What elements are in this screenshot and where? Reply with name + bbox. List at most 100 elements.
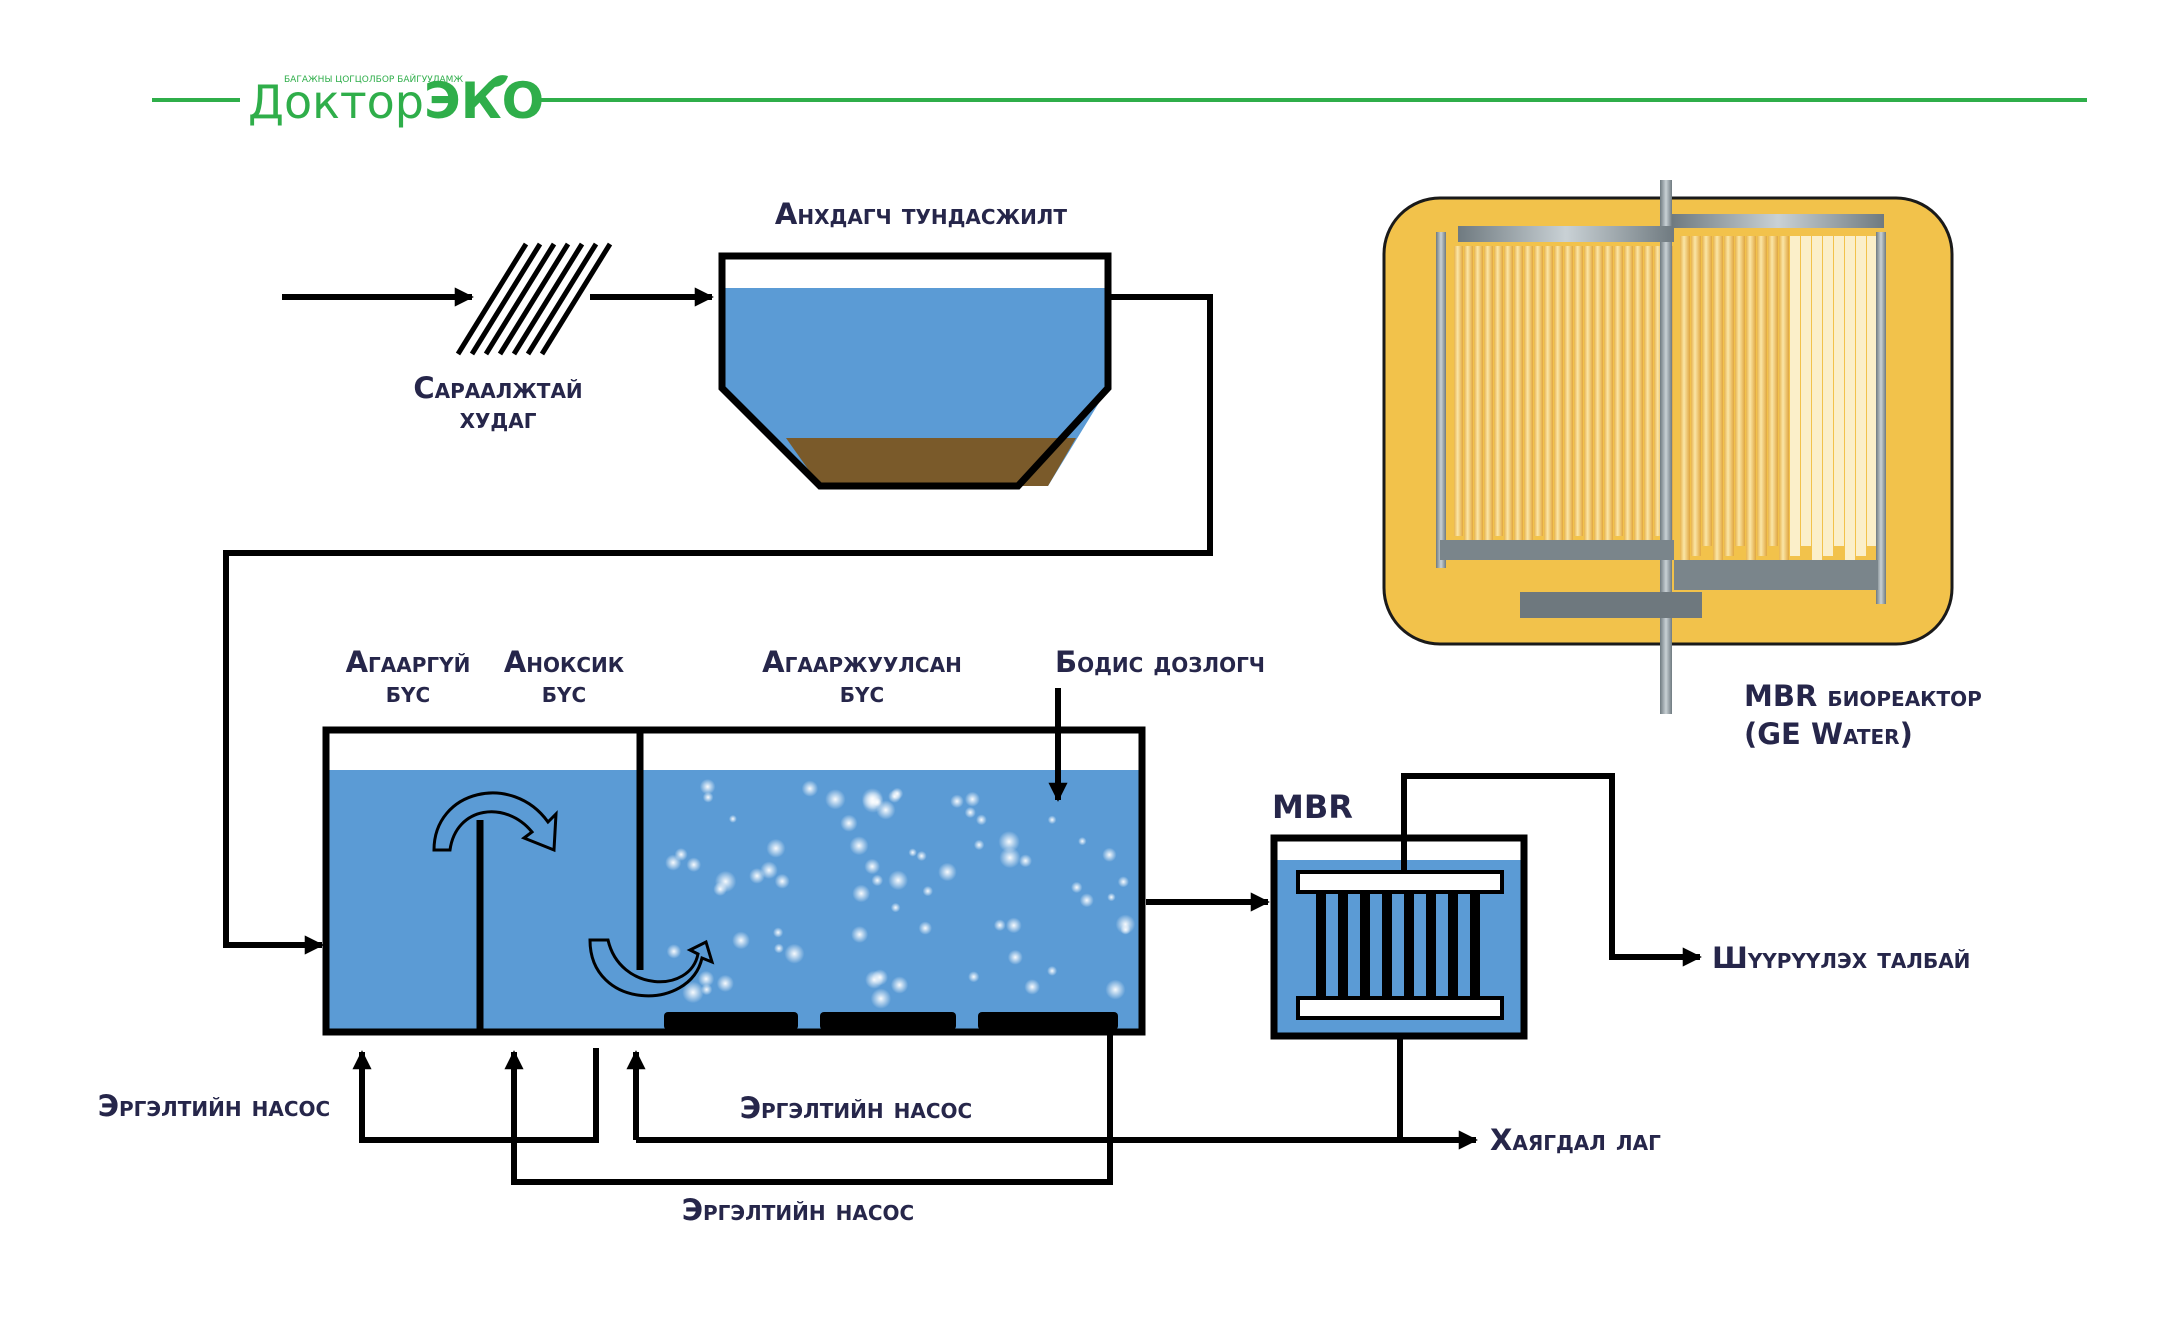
membrane-fibers	[1316, 892, 1480, 998]
air-bubble	[699, 778, 716, 795]
logo: БАГАЖНЫ ЦОГЦОЛБОР БАЙГУУЛАМЖ ДокторЭКО	[248, 72, 544, 130]
air-bubble	[888, 789, 902, 803]
mbr-bioreactor-label: MBR биореактор(GE Water)	[1744, 679, 1982, 751]
air-bubble	[1007, 949, 1023, 965]
recirc-pump-middle-label: Эргэлтийн насос	[740, 1091, 973, 1125]
air-bubble	[784, 943, 805, 964]
air-bubble	[666, 944, 682, 959]
air-bubble	[801, 780, 819, 797]
membrane-fiber	[1724, 236, 1734, 556]
air-bubble	[1047, 815, 1057, 825]
settler-to-bioreactor-pipe	[223, 294, 1213, 955]
infiltration-field-label: Шүүрүүлэх талбай	[1712, 941, 1970, 975]
mbr-bottom-header	[1296, 996, 1504, 1020]
air-bubble	[1117, 876, 1129, 888]
air-bubble	[774, 943, 784, 954]
mbr-top-header	[1296, 870, 1504, 894]
air-bubble	[999, 847, 1021, 869]
membrane-fiber	[1812, 236, 1822, 566]
air-bubble	[964, 791, 980, 807]
air-bubble	[665, 854, 682, 871]
air-bubble	[851, 926, 869, 943]
chemical-dosing-label: Бодис дозлогч	[1055, 645, 1265, 679]
air-bubble	[973, 839, 985, 851]
air-bubble	[716, 974, 734, 993]
membrane-fiber	[1484, 246, 1493, 560]
air-diffuser-icon	[664, 1012, 1118, 1030]
membrane-fiber	[1554, 246, 1563, 552]
membrane-fiber	[1634, 246, 1643, 552]
membrane-fiber	[1823, 236, 1833, 556]
air-bubble	[918, 921, 932, 935]
waste-sludge-label: Хаягдал лаг	[1490, 1123, 1661, 1157]
membrane-fiber	[1680, 236, 1690, 566]
air-bubble	[870, 988, 892, 1009]
air-bubble	[964, 806, 976, 819]
recirc-pump-bottom-label: Эргэлтийн насос	[682, 1193, 915, 1227]
membrane-fiber	[1524, 246, 1533, 560]
air-bubble	[861, 788, 884, 810]
membrane-cassette-icon	[1436, 180, 1886, 714]
air-bubble	[908, 848, 917, 857]
membrane-fiber	[1644, 246, 1653, 560]
air-bubble	[865, 970, 884, 989]
air-bubble	[998, 831, 1020, 853]
air-bubble	[849, 836, 869, 856]
air-bubble	[922, 885, 933, 897]
bar-screen-icon	[455, 242, 613, 356]
air-bubble	[728, 814, 737, 823]
membrane-fiber	[1856, 236, 1866, 556]
air-bubble	[760, 861, 778, 879]
air-bubble	[825, 789, 846, 810]
primary-settling-tank	[718, 252, 1112, 490]
air-bubble	[1019, 854, 1032, 868]
air-bubble	[1120, 924, 1131, 935]
membrane-fiber	[1604, 246, 1613, 560]
membrane-fiber	[1746, 236, 1756, 566]
bioreactor-tank	[322, 726, 1146, 1036]
air-bubble	[950, 794, 964, 809]
air-bubble	[698, 970, 715, 988]
membrane-fiber	[1494, 246, 1503, 536]
air-bubble	[702, 792, 714, 803]
air-bubble	[888, 870, 908, 891]
membrane-fiber	[1534, 246, 1543, 536]
recirc-pump-left-label: Эргэлтийн насос	[98, 1089, 331, 1123]
membrane-fiber	[1474, 246, 1483, 552]
air-bubble	[852, 884, 871, 903]
air-bubble	[890, 976, 909, 994]
membrane-module-icon	[1270, 834, 1528, 1040]
recirc-bottom-pipe	[504, 1032, 1113, 1185]
air-bubble	[1024, 979, 1040, 995]
membrane-fiber	[1768, 236, 1778, 546]
mbr-label: MBR	[1272, 788, 1353, 826]
membrane-fiber	[1614, 246, 1623, 536]
air-bubble	[1047, 965, 1058, 976]
membrane-fiber	[1594, 246, 1603, 552]
curved-arrow-icon	[588, 938, 715, 998]
permeate-pipe	[1401, 773, 1702, 967]
membrane-fiber	[1867, 236, 1877, 546]
membrane-fiber	[1702, 236, 1712, 546]
air-bubble	[766, 838, 786, 858]
air-bubble	[713, 882, 728, 896]
logo-tagline: БАГАЖНЫ ЦОГЦОЛБОР БАЙГУУЛАМЖ	[284, 73, 463, 85]
membrane-fiber	[1584, 246, 1593, 544]
membrane-fiber	[1691, 236, 1701, 556]
air-bubble	[1107, 893, 1116, 902]
bioreactor-outline	[322, 726, 1146, 1036]
membrane-fiber	[1544, 246, 1553, 544]
air-bubble	[774, 873, 790, 889]
membrane-fiber	[1757, 236, 1767, 556]
air-bubble	[700, 983, 713, 996]
air-bubble	[993, 919, 1006, 932]
membrane-fiber	[1454, 246, 1463, 536]
air-bubble	[1102, 847, 1117, 862]
membrane-fiber	[1801, 236, 1811, 546]
membrane-fiber	[1654, 246, 1663, 536]
air-bubble	[686, 857, 702, 872]
